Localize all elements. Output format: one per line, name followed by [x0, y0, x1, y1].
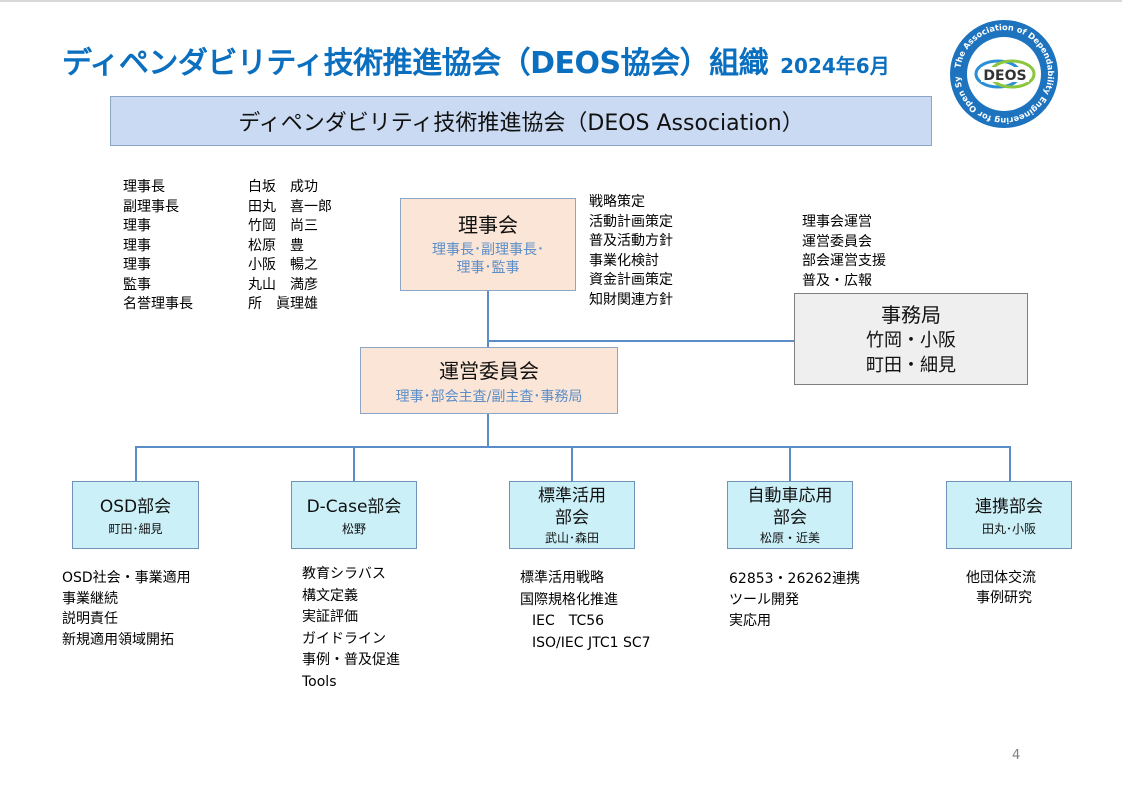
activity-item: 説明責任 — [62, 611, 118, 627]
board-members-2: 理事･監事 — [456, 260, 520, 276]
activity-item: 62853・26262連携 — [729, 571, 861, 587]
liaison-activities: 他団体交流 事例研究 — [966, 568, 1036, 608]
activity-item: Tools — [302, 673, 337, 690]
office-members-2: 町田・細見 — [866, 355, 956, 376]
activity-item: 事例・普及促進 — [302, 652, 400, 668]
officer-title: 副理事長 — [123, 198, 179, 215]
board-duty: 知財関連方針 — [589, 291, 673, 308]
officer-name: 所 眞理雄 — [248, 296, 318, 312]
page-title: ディペンダビリティ技術推進協会（DEOS協会）組織 2024年6月 — [62, 38, 890, 82]
officer-name: 丸山 満彦 — [248, 276, 318, 293]
officer-titles: 理事長 副理事長 理事 理事 理事 監事 名誉理事長 — [123, 178, 193, 315]
top-rule — [0, 0, 1122, 2]
connector-drop-osd — [135, 446, 137, 482]
title-main: ディペンダビリティ技術推進協会（DEOS協会）組織 — [62, 46, 769, 81]
officer-title: 名誉理事長 — [123, 296, 193, 312]
standard-activities: 標準活用戦略 国際規格化推進 IEC TC56 ISO/IEC JTC1 SC7 — [520, 568, 651, 654]
committee-members: 理事･部会主査/副主査･事務局 — [395, 389, 583, 405]
board-box: 理事会 理事長･副理事長･ 理事･監事 — [400, 198, 576, 291]
officer-names: 白坂 成功 田丸 喜一郎 竹岡 尚三 松原 豊 小阪 暢之 丸山 満彦 所 眞理… — [248, 178, 332, 315]
officer-name: 白坂 成功 — [248, 179, 318, 195]
activity-item: 実応用 — [729, 613, 771, 629]
subcommittee-members: 松原・近美 — [759, 531, 820, 545]
officer-title: 理事 — [123, 237, 151, 254]
subcommittee-members: 町田･細見 — [108, 522, 163, 536]
activity-item: 事業継続 — [62, 590, 118, 607]
activity-item: ツール開発 — [729, 592, 799, 608]
officer-name: 田丸 喜一郎 — [248, 198, 332, 215]
officer-name: 小阪 暢之 — [248, 257, 318, 273]
office-duties: 理事会運営 運営委員会 部会運営支援 普及・広報 — [802, 213, 886, 291]
subcommittee-members: 田丸･小阪 — [981, 522, 1036, 536]
board-duties: 戦略策定 活動計画策定 普及活動方針 事業化検討 資金計画策定 知財関連方針 — [589, 193, 673, 310]
connector-committee-down — [487, 414, 489, 447]
subcommittee-name-1: 自動車応用 — [747, 486, 833, 506]
activity-item: 教育シラバス — [302, 566, 386, 582]
officer-title: 理事 — [123, 218, 151, 234]
office-box: 事務局 竹岡・小阪 町田・細見 — [794, 293, 1028, 385]
office-duty: 部会運営支援 — [802, 253, 886, 269]
board-duty: 事業化検討 — [589, 252, 659, 269]
connector-office — [488, 340, 794, 342]
committee-name: 運営委員会 — [439, 359, 539, 383]
board-name: 理事会 — [458, 213, 518, 237]
subcommittee-members: 松野 — [341, 522, 366, 536]
subcommittee-name: OSD部会 — [99, 497, 172, 517]
subcommittee-automotive: 自動車応用 部会 松原・近美 — [727, 481, 853, 549]
board-members-1: 理事長･副理事長･ — [432, 242, 544, 258]
officer-name: 竹岡 尚三 — [248, 218, 318, 234]
connector-horizontal — [135, 446, 1011, 448]
officer-name: 松原 豊 — [248, 237, 304, 254]
page-number: 4 — [1012, 748, 1021, 763]
subcommittee-liaison: 連携部会 田丸･小阪 — [946, 481, 1072, 549]
activity-item: ISO/IEC JTC1 SC7 — [532, 634, 651, 651]
subcommittee-members: 武山･森田 — [544, 531, 599, 545]
activity-item: 構文定義 — [302, 587, 358, 604]
board-duty: 活動計画策定 — [589, 213, 673, 230]
deos-logo: The Association of Dependability Enginee… — [948, 18, 1058, 128]
subcommittee-name: 連携部会 — [975, 497, 1043, 517]
automotive-activities: 62853・26262連携 ツール開発 実応用 — [729, 569, 860, 632]
connector-drop-automotive — [789, 446, 791, 482]
office-duty: 普及・広報 — [802, 272, 872, 289]
activity-item: OSD社会・事業適用 — [62, 570, 191, 586]
office-duty: 理事会運営 — [802, 214, 872, 230]
connector-drop-standard — [571, 446, 573, 482]
officer-title: 理事 — [123, 257, 151, 273]
activity-item: 事例研究 — [976, 590, 1032, 606]
office-members-1: 竹岡・小阪 — [866, 330, 956, 351]
connector-drop-dcase — [353, 446, 355, 482]
subcommittee-name-2: 部会 — [555, 508, 589, 528]
activity-item: IEC TC56 — [532, 613, 605, 629]
subcommittee-osd: OSD部会 町田･細見 — [72, 481, 199, 549]
subcommittee-name-1: 標準活用 — [538, 486, 606, 506]
activity-item: 新規適用領域開拓 — [62, 631, 174, 648]
subcommittee-name-2: 部会 — [773, 508, 807, 528]
dcase-activities: 教育シラバス 構文定義 実証評価 ガイドライン 事例・普及促進 Tools — [302, 564, 400, 693]
connector-board-committee — [487, 290, 489, 348]
osd-activities: OSD社会・事業適用 事業継続 説明責任 新規適用領域開拓 — [62, 568, 191, 650]
title-date: 2024年6月 — [780, 54, 890, 78]
subcommittee-dcase: D-Case部会 松野 — [291, 481, 417, 549]
subcommittee-name: D-Case部会 — [306, 497, 402, 517]
activity-item: ガイドライン — [302, 630, 386, 647]
board-duty: 普及活動方針 — [589, 233, 673, 249]
committee-box: 運営委員会 理事･部会主査/副主査･事務局 — [360, 347, 618, 414]
connector-drop-liaison — [1009, 446, 1011, 482]
office-name: 事務局 — [881, 303, 941, 327]
logo-text: DEOS — [983, 68, 1026, 84]
board-duty: 戦略策定 — [589, 194, 645, 210]
subcommittee-standard: 標準活用 部会 武山･森田 — [509, 481, 635, 549]
activity-item: 標準活用戦略 — [520, 570, 604, 586]
office-duty: 運営委員会 — [802, 233, 872, 250]
activity-item: 実証評価 — [302, 609, 358, 625]
activity-item: 国際規格化推進 — [520, 591, 618, 608]
board-duty: 資金計画策定 — [589, 272, 673, 288]
activity-item: 他団体交流 — [966, 570, 1036, 586]
officer-title: 監事 — [123, 276, 151, 293]
officer-title: 理事長 — [123, 179, 165, 195]
association-banner: ディペンダビリティ技術推進協会（DEOS Association） — [110, 96, 932, 146]
